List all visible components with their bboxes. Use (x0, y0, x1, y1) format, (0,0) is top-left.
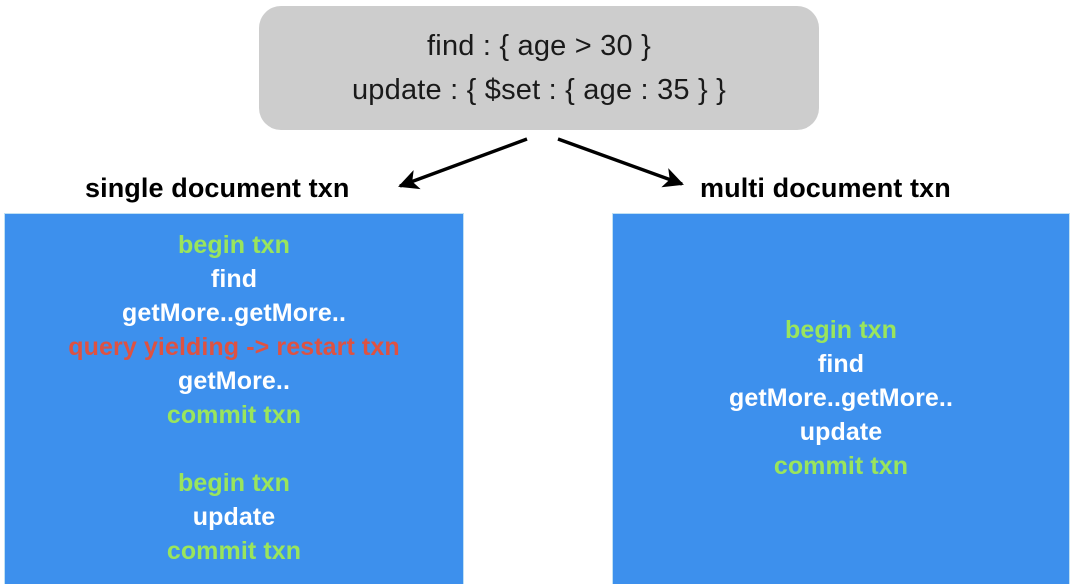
operation-list-left: begin txn find getMore..getMore.. query yie… (5, 228, 463, 568)
operation-line: begin txn (177, 469, 290, 497)
operation-line: getMore..getMore.. (121, 299, 347, 327)
label-multi-document-txn: multi document txn (700, 173, 951, 203)
arrow-to-single-document (398, 137, 528, 190)
query-box: find : { age > 30 } update : { $set : { … (259, 6, 819, 130)
operation-line: begin txn (784, 316, 897, 344)
operation-line: query yielding -> restart txn (68, 333, 400, 361)
panel-single-document-txn: begin txn find getMore..getMore.. query yie… (4, 213, 464, 584)
operation-line: begin txn (177, 231, 290, 259)
query-line-find: find : { age > 30 } (427, 30, 651, 62)
operation-line: update (192, 503, 276, 531)
arrow-to-multi-document (557, 137, 684, 188)
operation-line: commit txn (166, 401, 302, 429)
label-single-document-txn: single document txn (85, 173, 350, 203)
operation-line: getMore.. (177, 367, 291, 395)
operation-line: commit txn (166, 537, 302, 565)
operation-line: update (799, 418, 883, 446)
operation-list-right: begin txn find getMore..getMore.. update com… (613, 313, 1069, 483)
operation-line: getMore..getMore.. (728, 384, 954, 412)
operation-line: find (817, 350, 865, 378)
panel-multi-document-txn: begin txn find getMore..getMore.. update com… (612, 213, 1070, 584)
operation-line: find (210, 265, 258, 293)
query-line-update: update : { $set : { age : 35 } } (351, 74, 727, 106)
operation-line: commit txn (773, 452, 909, 480)
